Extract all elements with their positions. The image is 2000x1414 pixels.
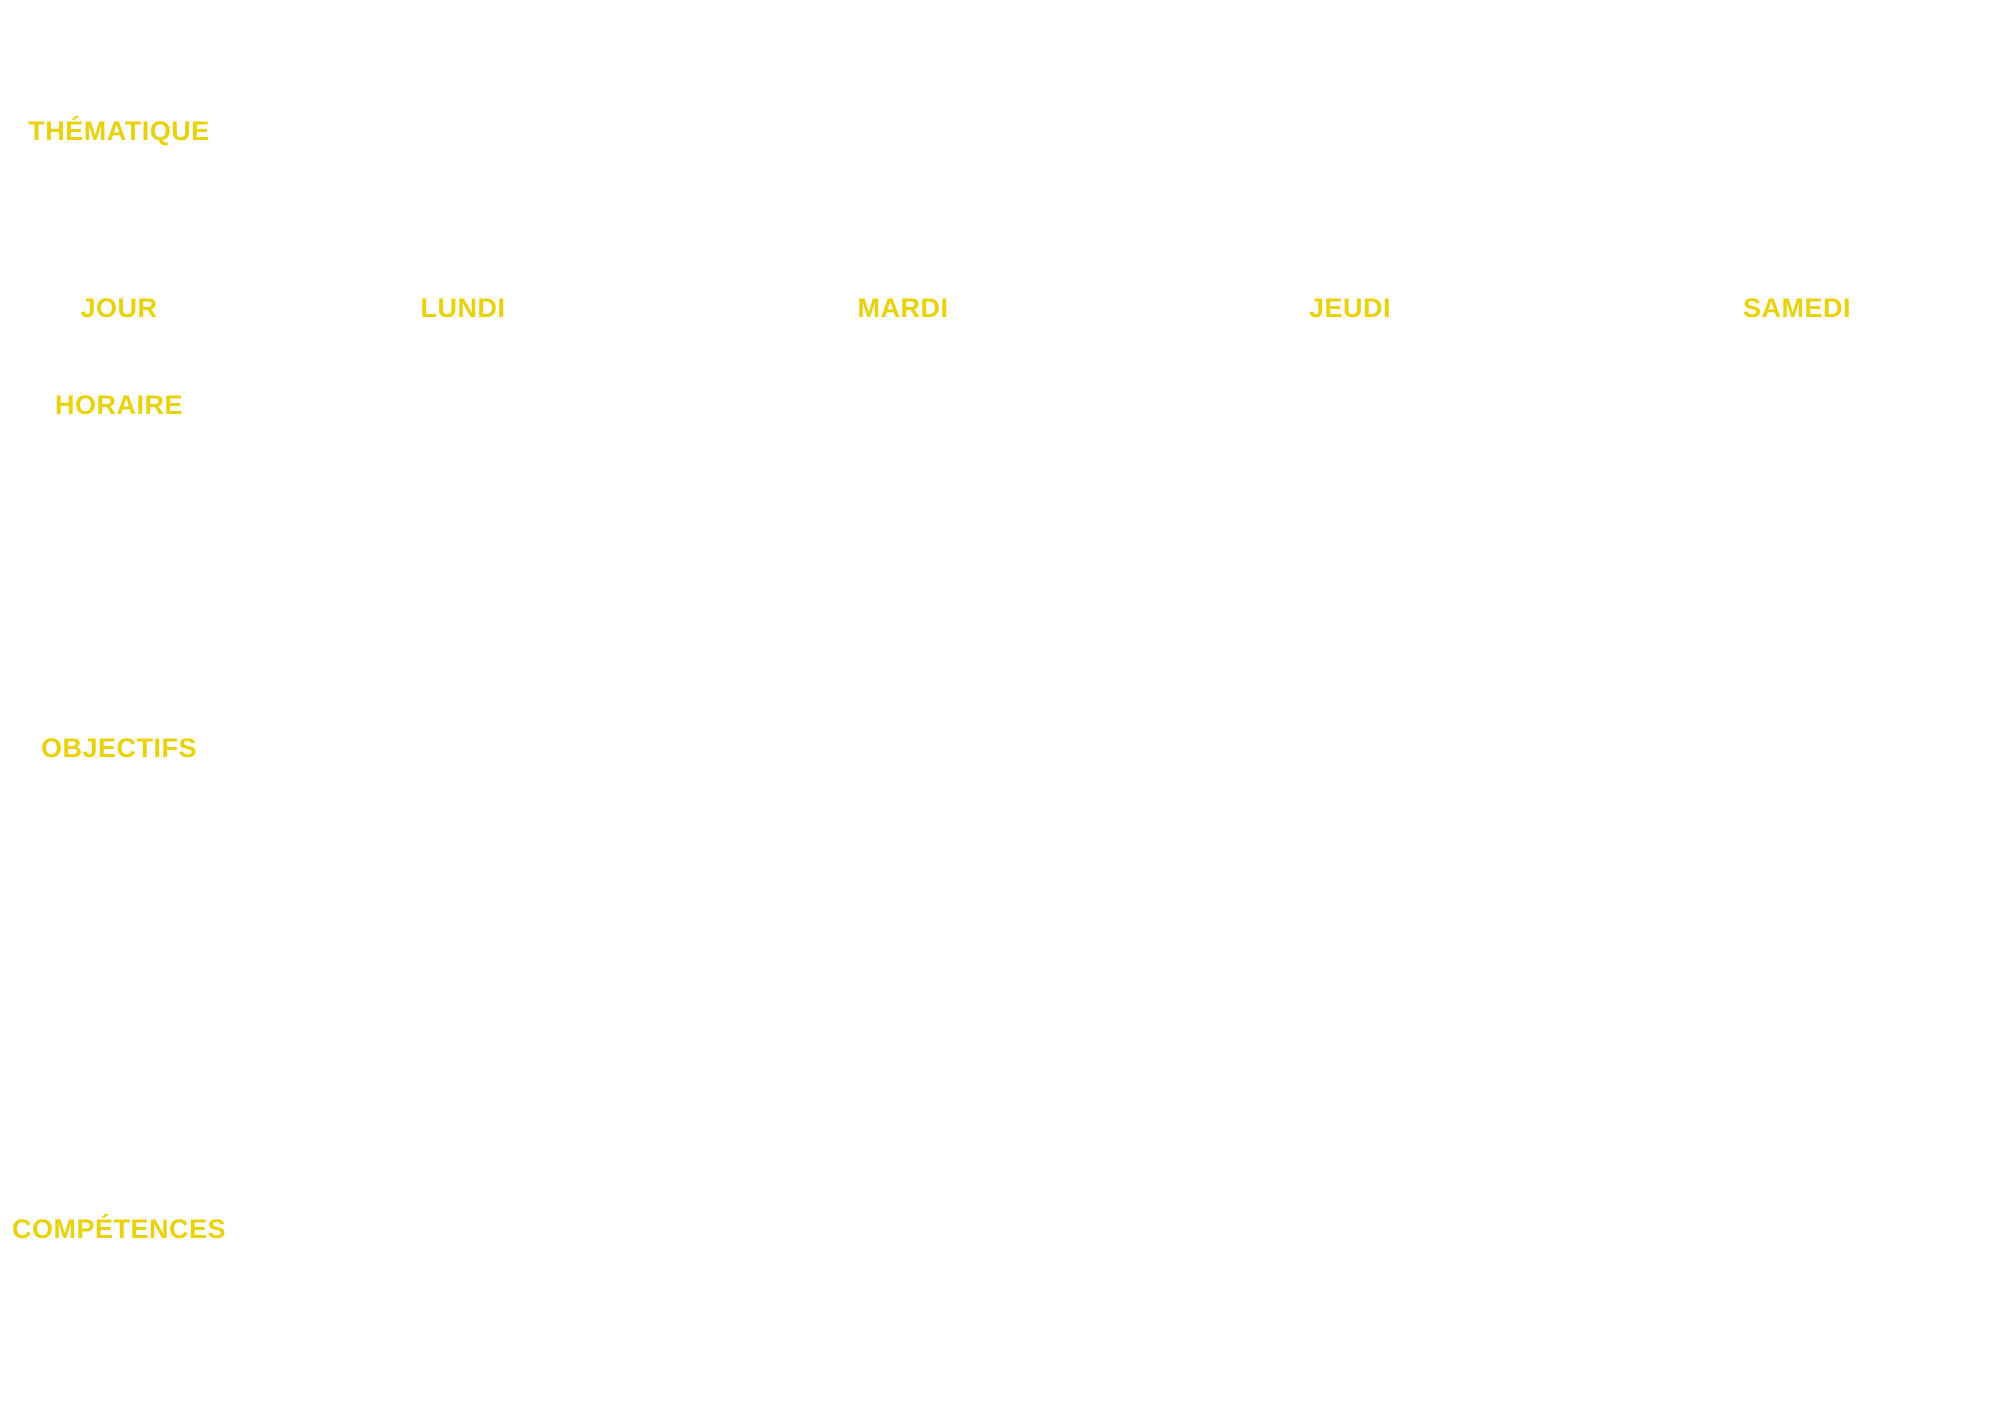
day-header-lundi: LUNDI	[420, 293, 506, 323]
day-header-mardi: MARDI	[857, 293, 949, 323]
objectifs-label: OBJECTIFS	[40, 733, 198, 763]
day-header-samedi: SAMEDI	[1742, 293, 1852, 323]
day-header-jeudi: JEUDI	[1308, 293, 1392, 323]
jour-label: JOUR	[80, 293, 158, 323]
thematique-label: THÉMATIQUE	[28, 116, 210, 146]
horaire-label: HORAIRE	[54, 390, 184, 420]
competences-label: COMPÉTENCES	[11, 1214, 227, 1244]
